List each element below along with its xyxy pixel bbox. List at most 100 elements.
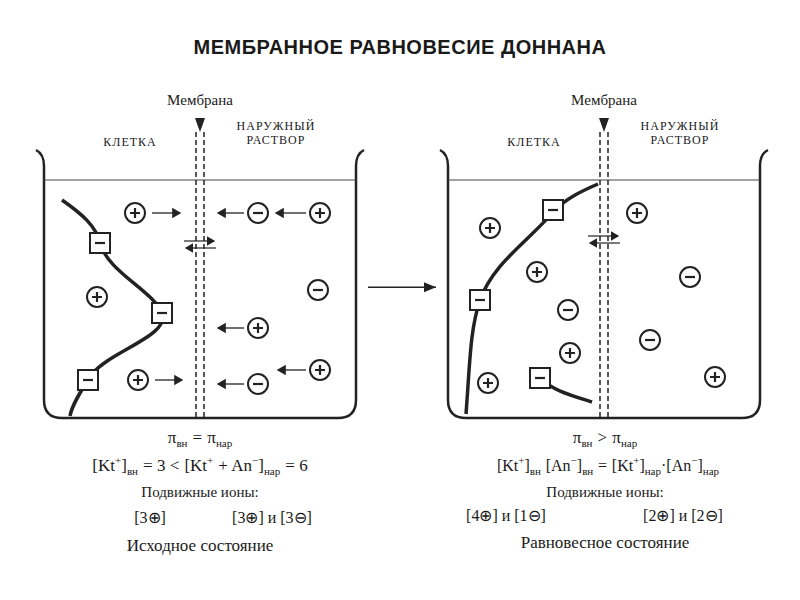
liquid-level [44,180,356,181]
formula-text: = [193,428,203,447]
formula-text: = 6 [285,456,307,475]
pointer-arrow [599,118,609,132]
formula-text: π [612,428,621,447]
superscript: − [691,454,697,466]
formula-line: [4⊕] и [1⊖] [466,506,546,525]
subscript: вн [176,437,187,449]
formula-text: [Kt [92,456,115,475]
formula-text: Равновесное состояние [521,533,690,552]
formula-line: Подвижные ионы: [141,484,258,501]
cation [705,367,725,387]
formula-text: [3⊕] [134,509,166,526]
formula-line: [3⊕] [134,508,166,527]
formula-text: [Kt [612,457,633,474]
superscript: + [115,454,121,466]
membrane [203,132,205,418]
cation [627,203,647,223]
cation [248,318,268,338]
membrane [195,132,197,418]
subscript: нар [216,437,232,449]
anion [248,374,268,394]
ion-arrow [155,379,182,380]
ion-arrow [218,383,244,384]
formula-text: [Kt [497,457,518,474]
superscript: − [252,454,258,466]
compartment-label: КЛЕТКА [484,136,584,150]
membrane-label: Мембрана [150,92,250,109]
formula-text: π [573,428,582,447]
pointer-arrow [195,118,205,132]
liquid-level [448,180,760,181]
formula-line: Подвижные ионы: [546,484,663,501]
superscript: + [633,454,639,466]
process-arrow [368,282,436,292]
fixed-anion [470,290,490,310]
formula-text: [An [666,457,691,474]
formula-text: > [598,428,608,447]
cation [125,203,145,223]
formula-text: [An [546,457,571,474]
beaker-node: МембранаКЛЕТКАНАРУЖНЫЙ РАСТВОР [38,88,362,420]
fixed-anion [543,200,563,220]
cation [480,218,500,238]
formula-text: = [598,457,607,474]
polymer-chain [466,184,598,414]
membrane [599,132,601,418]
formula-text: · [661,457,666,474]
cation [310,360,330,380]
beaker-node: МембранаКЛЕТКА НАРУЖНЫЙ РАСТВОР [442,88,766,420]
superscript: + [207,454,213,466]
formula-text: ] [121,456,127,475]
exchange-arrow [184,240,214,241]
exchange-arrow [588,235,618,236]
formula-text: = 3 < [143,456,179,475]
formula-line: πвн>πнар [573,428,637,449]
subscript: вн [530,465,541,477]
formula-line: πвн=πнар [168,428,232,449]
membrane-label: Мембрана [554,92,654,109]
formula-text: Подвижные ионы: [141,484,258,500]
formula-text: [3⊕] и [3⊖] [232,509,312,526]
membrane [607,132,609,418]
subscript: нар [703,465,719,477]
beaker [440,150,768,418]
formula-text: Подвижные ионы: [546,484,663,500]
title: МЕМБРАННОЕ РАВНОВЕСИЕ ДОННАНА [0,36,800,59]
cation [478,373,498,393]
anion [680,267,700,287]
formula-text: ] [639,457,644,474]
arrow-line [368,286,436,288]
anion [558,300,578,320]
subscript: вн [582,465,593,477]
formula-text: ] [577,457,582,474]
formula-line: [Kt+]вн= 3 <[Kt++ An−]нар= 6 [92,454,307,477]
anion [640,330,660,350]
formula-text: + An [218,456,252,475]
cation [310,203,330,223]
compartment-label: НАРУЖНЫЙ РАСТВОР [226,120,326,148]
formula-text: [4⊕] и [1⊖] [466,507,546,524]
superscript: + [518,454,524,466]
beaker [36,150,364,418]
exchange-arrow [186,247,216,248]
formula-line: [Kt+]вн[An−]вн=[Kt+]нар·[An−]нар [497,454,719,477]
ion-arrow [278,369,306,370]
cation [87,287,107,307]
subscript: нар [264,465,280,477]
exchange-arrow [590,242,620,243]
formula-line: [2⊕] и [2⊖] [643,506,723,525]
polymer-chain [62,200,163,416]
subscript: вн [127,465,138,477]
formula-text: Исходное состояние [127,536,274,555]
formula-text: ] [524,457,529,474]
formula-text: ] [258,456,264,475]
cation [527,262,547,282]
formula-text: [Kt [184,456,207,475]
anion [248,203,268,223]
subscript: вн [581,437,592,449]
fixed-anion [152,303,172,323]
formula-line: Исходное состояние [127,536,274,556]
fixed-anion [530,368,550,388]
compartment-label: НАРУЖНЫЙ РАСТВОР [630,120,730,148]
formula-text: π [168,428,177,447]
